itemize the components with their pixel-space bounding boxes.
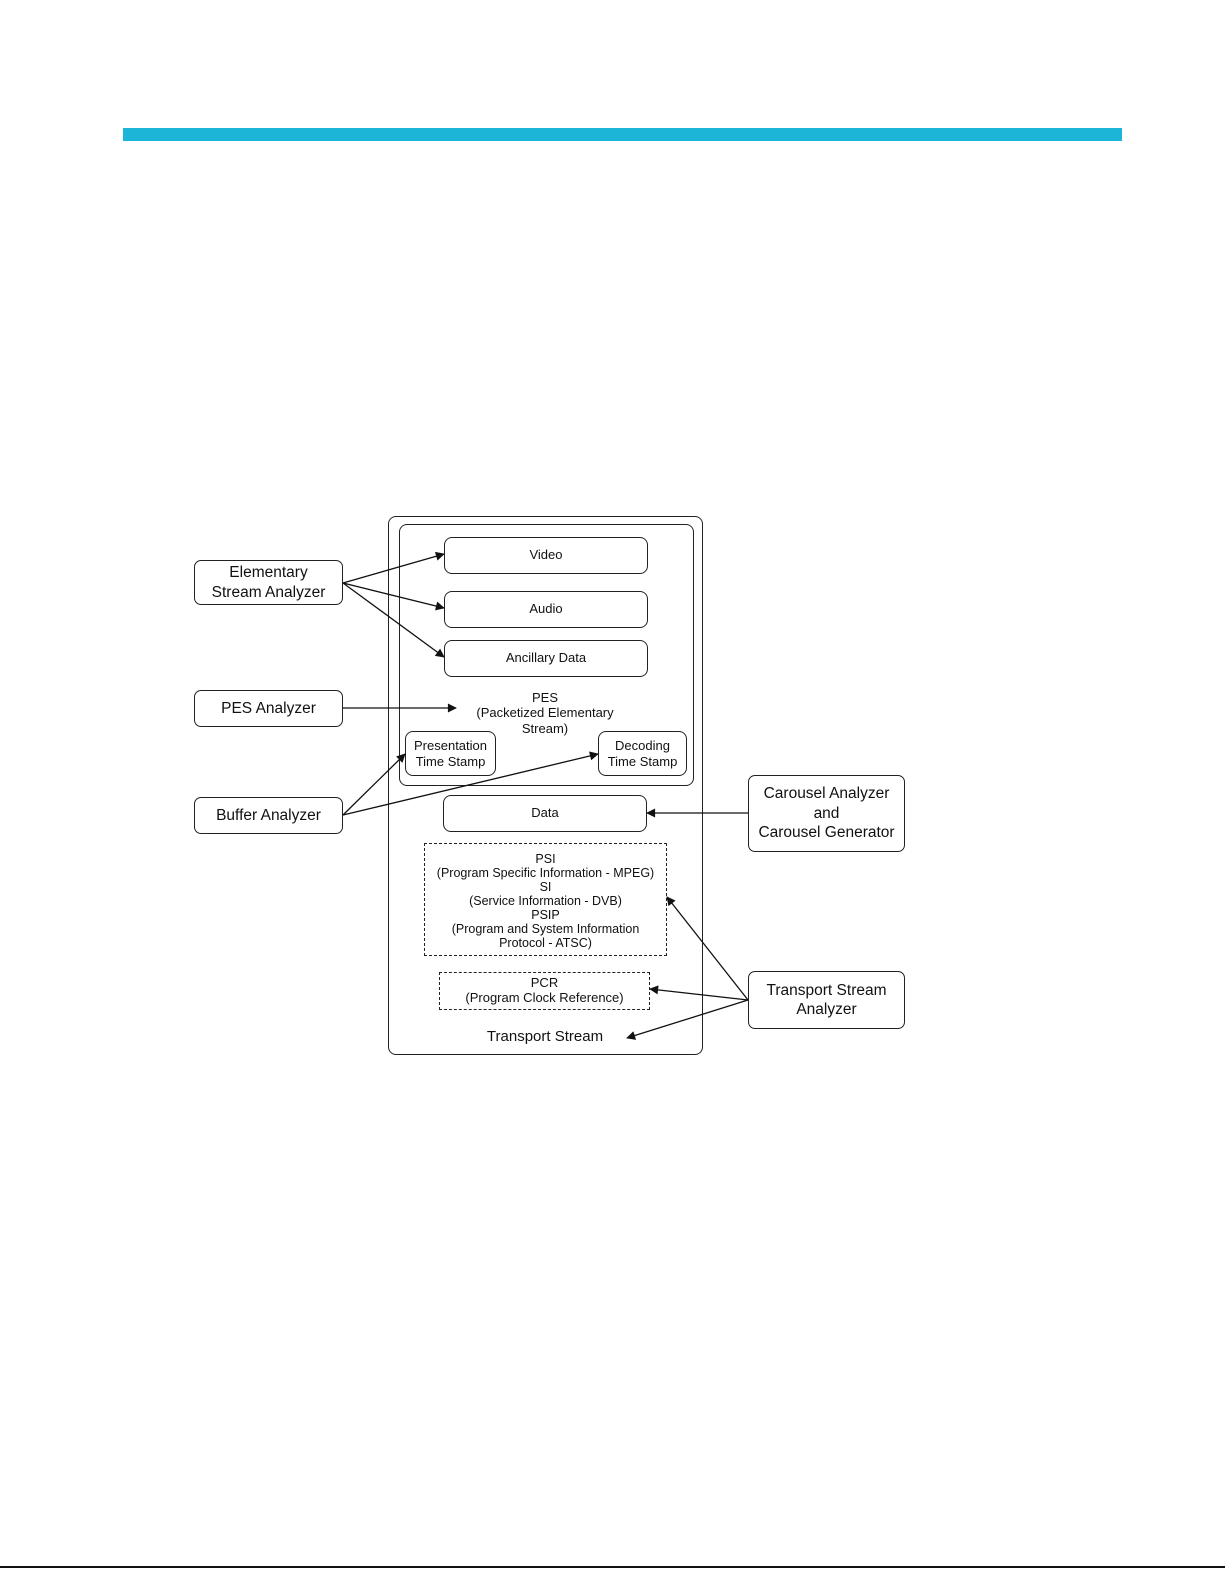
arrow-esa-audio xyxy=(342,582,445,611)
pcr-box: PCR (Program Clock Reference) xyxy=(439,972,650,1010)
transport-stream-label: Transport Stream xyxy=(486,1028,604,1045)
ancillary-data-box: Ancillary Data xyxy=(444,640,648,677)
carousel-analyzer-generator-box: Carousel Analyzer and Carousel Generator xyxy=(748,775,905,852)
buffer-analyzer-box: Buffer Analyzer xyxy=(194,797,343,834)
arrow-buffer-pts xyxy=(342,753,406,816)
transport-stream-frame xyxy=(388,516,703,1055)
pes-frame xyxy=(399,524,694,786)
footer-rule xyxy=(0,1566,1225,1568)
transport-stream-analyzer-box: Transport Stream Analyzer xyxy=(748,971,905,1029)
audio-box: Audio xyxy=(444,591,648,628)
pes-analyzer-box: PES Analyzer xyxy=(194,690,343,727)
presentation-time-stamp-box: Presentation Time Stamp xyxy=(405,731,496,776)
arrow-tsa-psi xyxy=(666,896,749,1001)
decoding-time-stamp-box: Decoding Time Stamp xyxy=(598,731,687,776)
psi-si-psip-box: PSI (Program Specific Information - MPEG… xyxy=(424,843,667,956)
arrow-esa-ancillary xyxy=(342,582,445,658)
arrow-buffer-dts xyxy=(342,751,599,816)
arrow-esa-video xyxy=(342,551,445,584)
data-box: Data xyxy=(443,795,647,832)
header-accent-bar xyxy=(123,128,1122,141)
video-box: Video xyxy=(444,537,648,574)
arrow-tsa-pcr xyxy=(649,985,749,1001)
pes-label: PES (Packetized Elementary Stream) xyxy=(476,690,614,736)
elementary-stream-analyzer-box: Elementary Stream Analyzer xyxy=(194,560,343,605)
arrow-tsa-transport-stream xyxy=(626,999,749,1040)
